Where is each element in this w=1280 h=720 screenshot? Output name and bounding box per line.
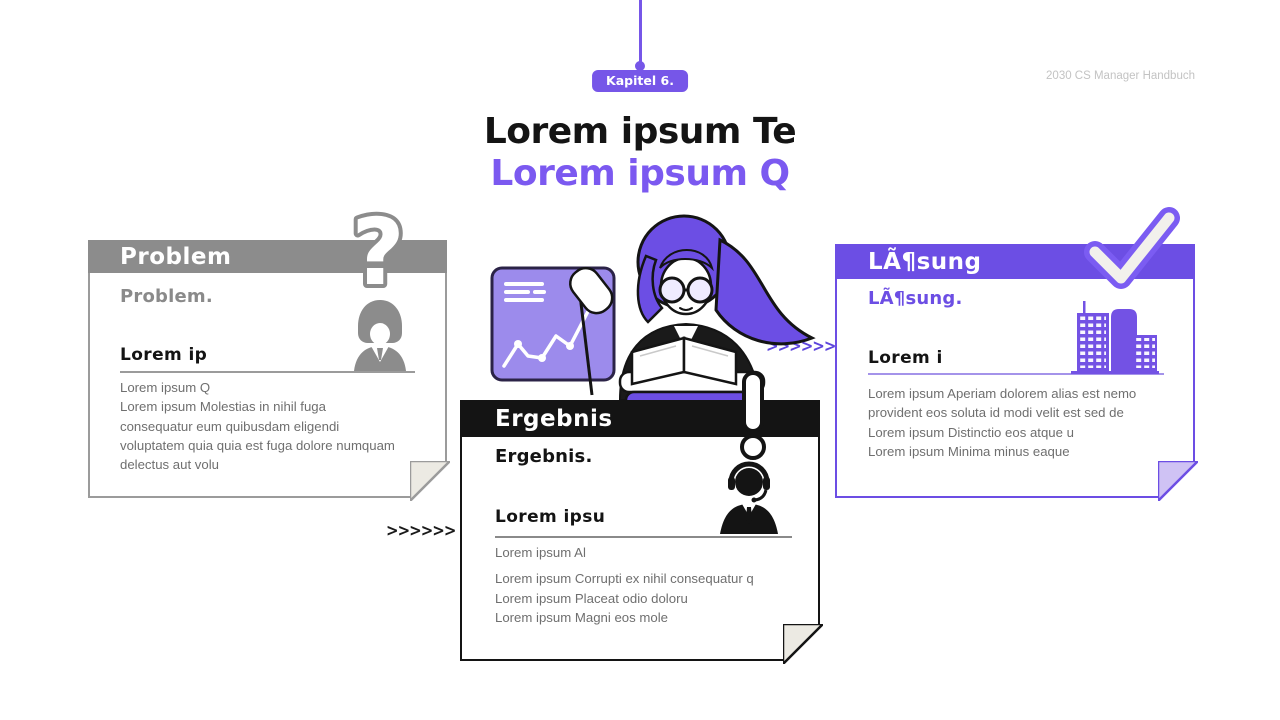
slide-subtitle: Lorem ipsum Q — [490, 153, 790, 194]
support-agent-icon — [720, 461, 778, 534]
folded-corner — [409, 460, 450, 501]
city-buildings-icon — [1071, 301, 1159, 374]
problem-card: Problem ? Problem. Lorem ip Lorem ipsum … — [88, 204, 450, 501]
ergebnis-card-header-label: Ergebnis — [495, 405, 613, 432]
kapitel-connector-dot — [635, 61, 645, 71]
problem-divider — [120, 371, 415, 373]
woman-chart-illustration — [490, 214, 816, 400]
exclamation-mark-icon — [740, 371, 766, 460]
loesung-subtitle: LÃ¶sung. — [868, 288, 963, 309]
loesung-divider — [868, 373, 1164, 375]
svg-text:?: ? — [351, 204, 404, 304]
loesung-card-header-label: LÃ¶sung — [868, 248, 982, 275]
problem-card-header: Problem — [88, 240, 447, 273]
question-mark-icon: ? — [347, 204, 408, 304]
folded-corner — [1157, 460, 1198, 501]
kapitel-badge: Kapitel 6. — [592, 70, 688, 92]
loesung-heading: Lorem i — [868, 348, 943, 368]
ergebnis-heading: Lorem ipsu — [495, 507, 606, 527]
problem-heading: Lorem ip — [120, 345, 208, 365]
loesung-card: LÃ¶sung LÃ¶sung. Lorem i Lorem ipsum Ape… — [835, 207, 1198, 501]
businesswoman-icon — [354, 300, 406, 371]
problem-subtitle: Problem. — [120, 286, 213, 307]
checkmark-icon — [1084, 207, 1180, 289]
problem-card-header-label: Problem — [120, 243, 232, 270]
chevrons-right-icon: >>>>>> — [386, 519, 456, 541]
handbook-note: 2030 CS Manager Handbuch — [1046, 70, 1195, 82]
slide-title: Lorem ipsum Te — [483, 111, 797, 152]
ergebnis-subtitle: Ergebnis. — [495, 446, 593, 467]
ergebnis-card: Ergebnis Ergebnis. Lorem ipsu Lorem ipsu… — [460, 371, 823, 664]
ergebnis-divider — [495, 536, 792, 538]
loesung-body-text: Lorem ipsum Aperiam dolorem alias est ne… — [868, 386, 1137, 459]
folded-corner — [782, 623, 823, 664]
kapitel-connector-line — [639, 0, 642, 66]
